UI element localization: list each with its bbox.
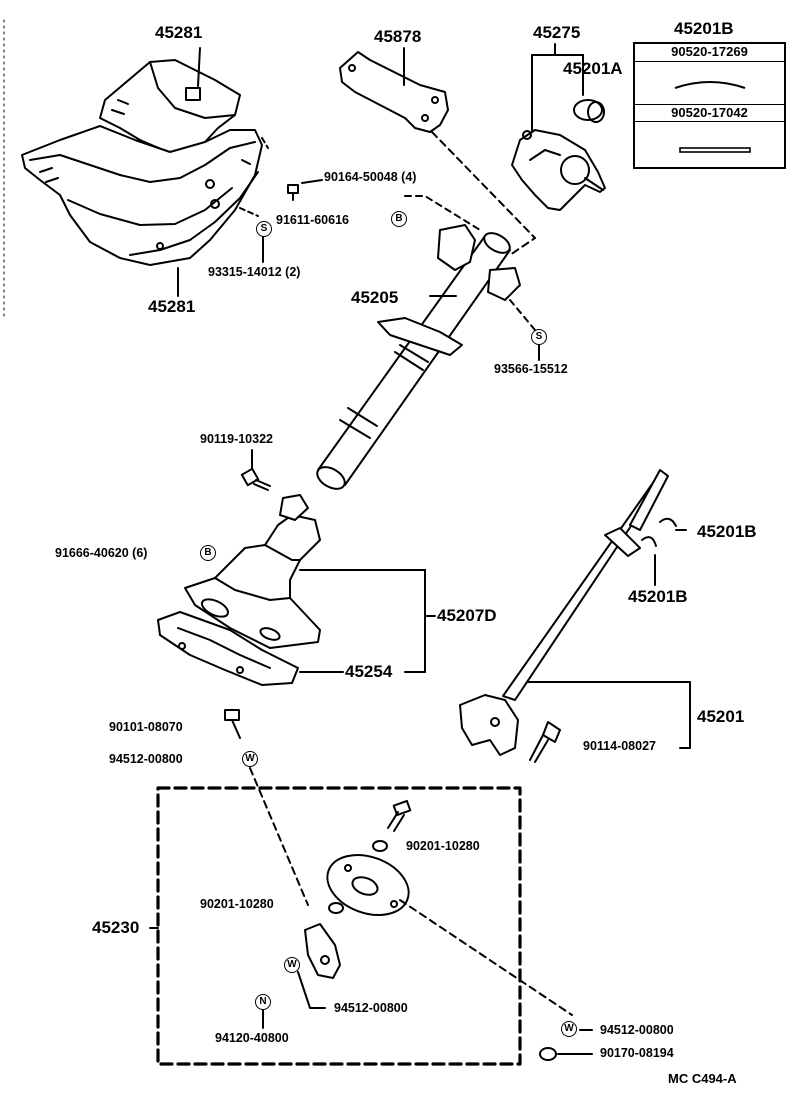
label-45201A: 45201A <box>563 59 623 78</box>
label-90164: 90164-50048 (4) <box>324 170 417 184</box>
label-45205: 45205 <box>351 288 399 307</box>
yoke-lower <box>304 923 341 979</box>
bracket-45878 <box>339 47 449 133</box>
bolt-90119 <box>240 449 271 491</box>
label-45201B-inset: 45201B <box>674 19 734 38</box>
label-93566: 93566-15512 <box>494 362 568 376</box>
washer-90201-b <box>328 902 344 914</box>
leader-45281-top <box>197 47 201 87</box>
bolt-90201 <box>387 799 412 832</box>
label-94512-c: 94512-00800 <box>600 1023 674 1037</box>
assembly-box-45230 <box>156 786 522 1066</box>
badge-s-93566: S <box>531 329 547 345</box>
nut-90170 <box>539 1047 557 1061</box>
label-90170: 90170-08194 <box>600 1046 674 1060</box>
label-45275: 45275 <box>533 23 581 42</box>
dash-91611 <box>404 195 481 231</box>
label-45201: 45201 <box>697 707 745 726</box>
leader-94512-b <box>297 971 326 1009</box>
badge-b-91611: B <box>391 211 407 227</box>
label-90101: 90101-08070 <box>109 720 183 734</box>
label-91666: 91666-40620 (6) <box>55 546 148 560</box>
label-93315: 93315-14012 (2) <box>208 265 301 279</box>
label-45230: 45230 <box>92 918 140 937</box>
label-45878: 45878 <box>374 27 422 46</box>
dash-94512-left <box>249 767 309 906</box>
label-45201B-b: 45201B <box>628 587 688 606</box>
label-45281-bottom: 45281 <box>148 297 196 316</box>
column-housing-45207D <box>184 494 321 649</box>
label-91611: 91611-60616 <box>276 213 349 227</box>
badge-w-c: W <box>561 1021 577 1037</box>
label-90119: 90119-10322 <box>200 432 273 446</box>
lock-45275 <box>511 43 606 211</box>
label-90201-b: 90201-10280 <box>200 897 274 911</box>
bolt-90101 <box>224 709 241 739</box>
dash-disc <box>399 899 573 1016</box>
washer-90201-a <box>372 840 388 852</box>
label-45281-top: 45281 <box>155 23 203 42</box>
screw-90164 <box>287 179 323 201</box>
column-cover-lower <box>21 125 263 266</box>
label-45254: 45254 <box>345 662 393 681</box>
dash-93566 <box>509 299 536 331</box>
gasket-45254 <box>157 611 299 686</box>
inset-90520-17269: 90520-17269 <box>635 44 784 62</box>
bolt-90114 <box>529 721 561 763</box>
inset-clip-a <box>674 81 746 89</box>
badge-b-91666: B <box>200 545 216 561</box>
main-shaft-45201 <box>459 469 677 756</box>
column-cover-upper <box>99 59 241 153</box>
label-94512-b: 94512-00800 <box>334 1001 408 1015</box>
badge-s-93315: S <box>256 221 272 237</box>
label-45207D: 45207D <box>437 606 497 625</box>
drawing-code: MC C494-A <box>668 1071 737 1086</box>
coupling-disc <box>326 854 410 916</box>
label-90201-a: 90201-10280 <box>406 839 480 853</box>
inset-box-45201B: 90520-17269 90520-17042 <box>633 42 786 169</box>
label-94120: 94120-40800 <box>215 1031 289 1045</box>
badge-n: N <box>255 994 271 1010</box>
dash-cover-screws <box>239 137 269 217</box>
sleeve-45201A <box>573 99 605 123</box>
inset-90520-17042: 90520-17042 <box>635 104 784 122</box>
badge-w-b: W <box>284 957 300 973</box>
column-tube-45205 <box>316 224 521 490</box>
label-90114: 90114-08027 <box>583 739 656 753</box>
badge-w-a: W <box>242 751 258 767</box>
dash-45878 <box>431 131 536 256</box>
label-45201B-a: 45201B <box>697 522 757 541</box>
inset-clip-b <box>679 147 751 153</box>
label-94512-a: 94512-00800 <box>109 752 183 766</box>
